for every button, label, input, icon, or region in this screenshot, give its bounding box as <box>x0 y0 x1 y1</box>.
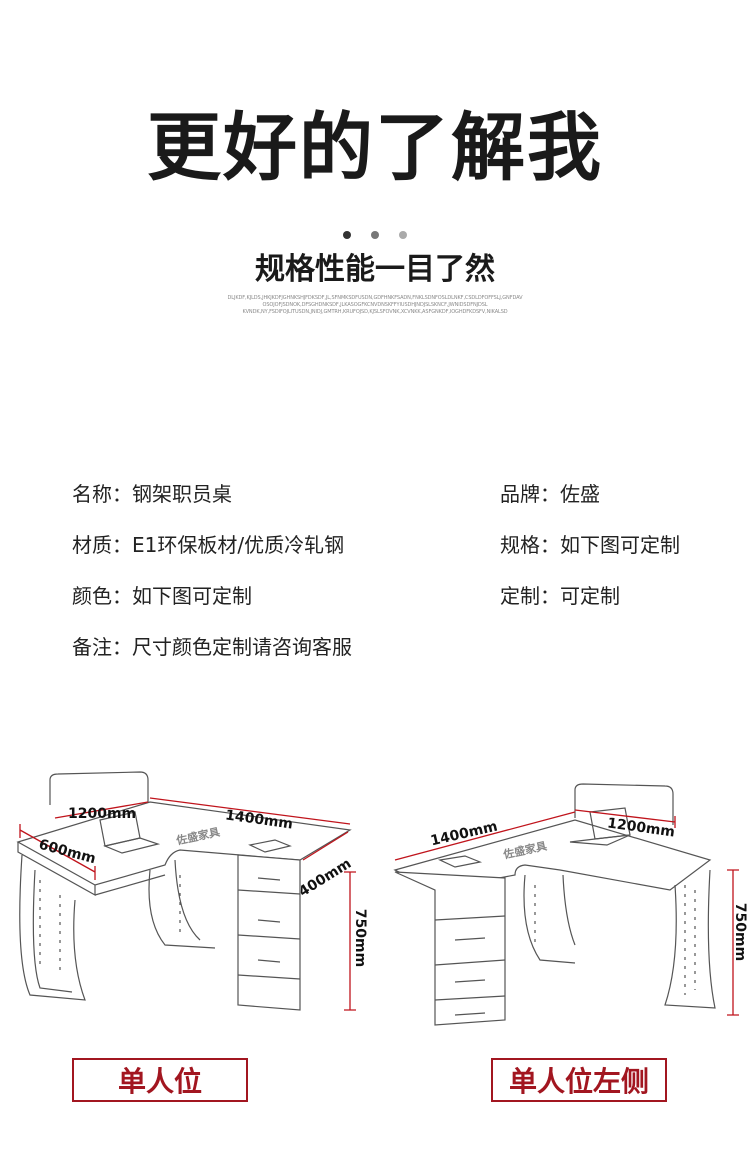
pagination-dots <box>0 224 750 243</box>
page-title: 更好的了解我 <box>147 105 603 191</box>
spec-custom: 定制：可定制 <box>500 584 620 608</box>
fine-print-line-3: KVNDK,NY,FSDIFOJLITUSDN,JNIDJ,GMTRH,KRUF… <box>242 309 508 315</box>
desk-sketch-right <box>393 783 739 1026</box>
spec-material: 材质：E1环保板材/优质冷轧钢 <box>72 533 345 557</box>
dot-2 <box>371 231 379 239</box>
desk-drawing-right: 1400mm 1200mm 750mm 佐盛家具 <box>375 760 750 1060</box>
dot-3 <box>399 231 407 239</box>
dim-depth-1200: 1200mm <box>68 806 137 822</box>
section-subtitle: 规格性能一目了然 <box>255 252 495 287</box>
fine-print-line-1: DLJKDF,KJLDS,JHKJKDFJGHNKSHJFDKSDF,JL,SF… <box>227 295 523 301</box>
caption-single-seat-left: 单人位左侧 <box>491 1058 667 1102</box>
desk-sketch-left <box>16 771 356 1011</box>
caption-single-seat: 单人位 <box>72 1058 248 1102</box>
spec-brand: 品牌：佐盛 <box>500 482 600 506</box>
spec-color: 颜色：如下图可定制 <box>72 584 252 608</box>
dot-1 <box>343 231 351 239</box>
fine-print-line-2: OSOJOFJSDNOK,DFSGHDNKSDF,JLKASOGFKCNVDNS… <box>262 302 488 308</box>
desk-drawing-left: 1200mm 1400mm 600mm 400mm 750mm 佐盛家具 <box>0 760 375 1060</box>
spec-size: 规格：如下图可定制 <box>500 533 680 557</box>
dim-height-750: 750mm <box>352 908 369 968</box>
spec-note: 备注：尺寸颜色定制请咨询客服 <box>72 635 352 659</box>
dim-height-750: 750mm <box>732 902 749 962</box>
spec-name: 名称：钢架职员桌 <box>72 482 232 506</box>
